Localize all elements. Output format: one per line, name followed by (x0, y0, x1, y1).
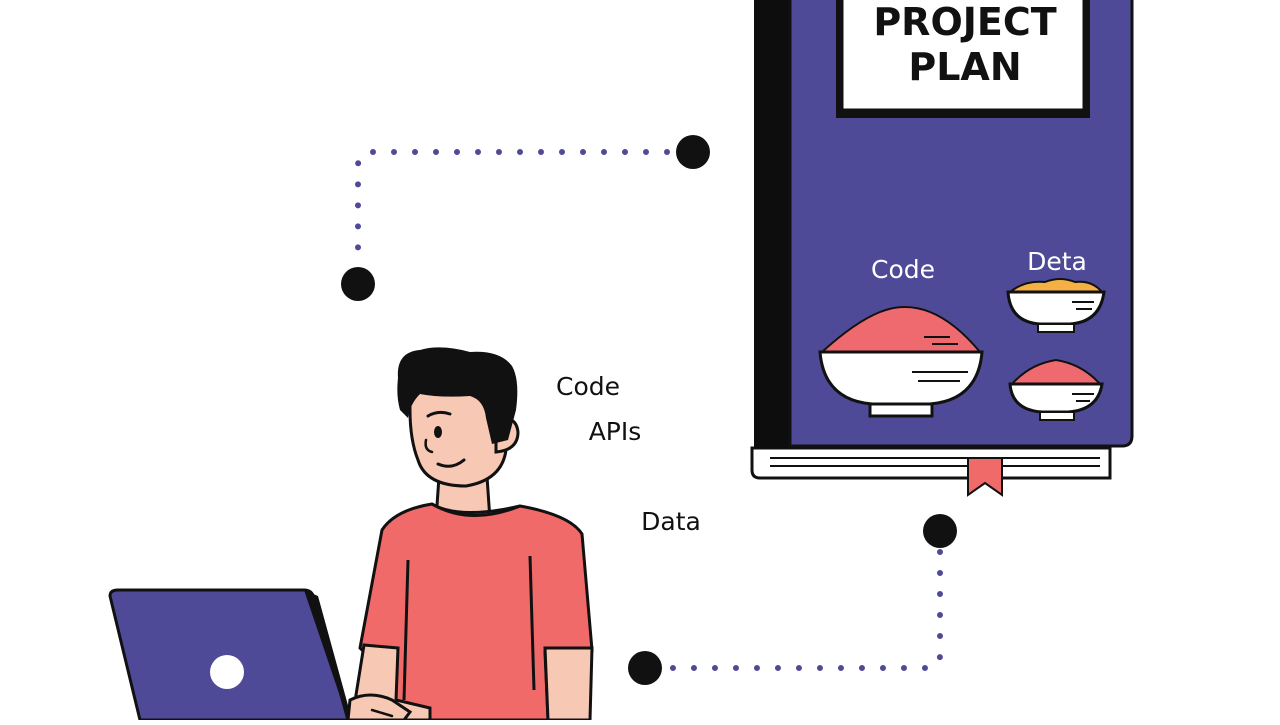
bowl-api-icon (1008, 358, 1104, 421)
book-title-line-2: PLAN (908, 45, 1021, 89)
person-eye (434, 426, 442, 438)
connector-node-laptop (628, 651, 662, 685)
connector-node-book (923, 514, 957, 548)
connector-top-left (341, 135, 710, 301)
bowl-data-icon (1006, 278, 1106, 333)
person-hair (397, 347, 518, 444)
person-figure (350, 347, 594, 722)
laptop (108, 588, 352, 722)
book-label-data: Deta (1027, 247, 1087, 276)
bookmark-ribbon (967, 457, 1003, 497)
person-smile (436, 458, 466, 468)
bowl-code-icon (818, 306, 984, 418)
person-hand (346, 693, 413, 722)
laptop-logo-icon (210, 655, 244, 689)
book-title-line-1: PROJECT (873, 0, 1056, 44)
book-label-code: Code (871, 255, 935, 284)
project-plan-book: PROJECT PLAN Code Deta (750, 0, 1134, 497)
person-label-code: Code (556, 372, 620, 401)
title-plate (840, 0, 1086, 112)
connector-node-left (341, 267, 375, 301)
person-label-apis: APIs (589, 417, 642, 446)
connector-bottom-right (628, 514, 957, 685)
book-pages (750, 446, 1112, 480)
connector-node-top (676, 135, 710, 169)
person-label-data: Data (641, 507, 701, 536)
